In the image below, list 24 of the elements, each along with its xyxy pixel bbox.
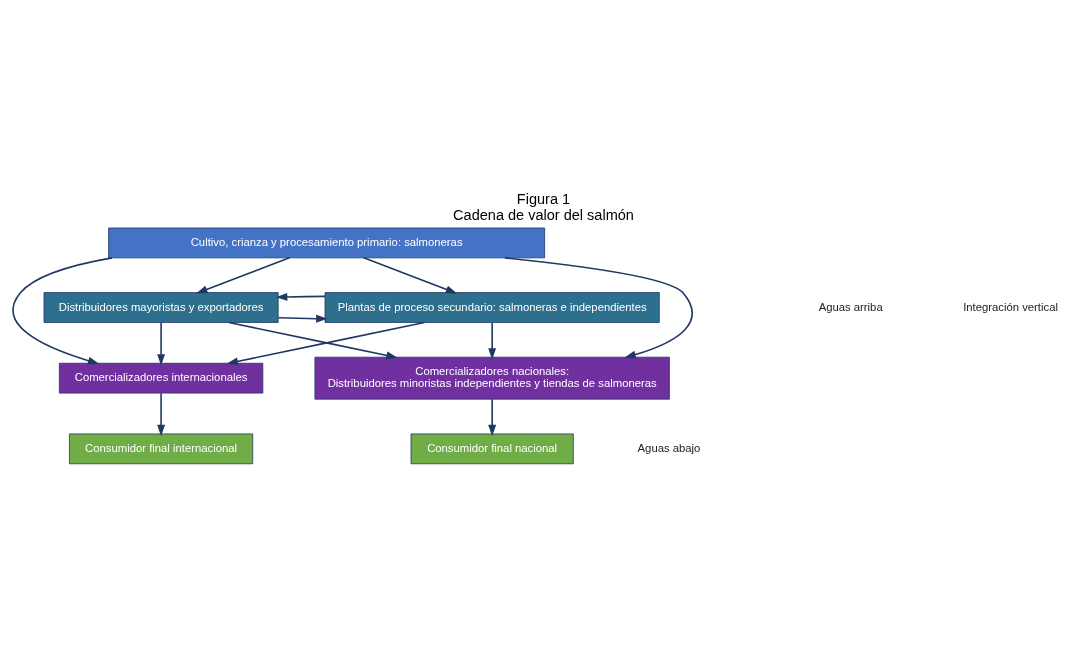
label: Aguas abajo [637,441,701,454]
arrow [12,257,113,365]
node-box: Plantas de proceso secundario: salmoneras e independientes [324,292,660,323]
node-box: Cultivo, crianza y procesamiento primario: salmoneras [108,227,546,259]
arrow [196,257,291,294]
arrow [226,321,426,366]
label: Aguas arriba [818,300,883,313]
arrow [276,293,326,301]
node-box: Distribuidores mayoristas y exportadores [43,292,279,323]
arrow [488,321,497,360]
arrow [228,321,398,360]
node-box: Comercializadores nacionales: Distribuidores minoristas independientes y tiendas de salmoneras [314,356,670,400]
node-box: Consumidor final internacional [69,433,254,465]
arrow [362,257,458,294]
node-box: Consumidor final nacional [410,433,574,465]
arrow [157,392,166,437]
arrow [504,257,694,359]
node-box: Comercializadores internacionales [58,362,264,394]
label: Integración vertical [963,300,1058,313]
diagram-title: Figura 1 [516,191,571,208]
arrow [488,398,497,437]
caption: Cadena de valor del salmón [453,207,634,224]
arrow [277,314,328,323]
arrow [157,321,166,366]
